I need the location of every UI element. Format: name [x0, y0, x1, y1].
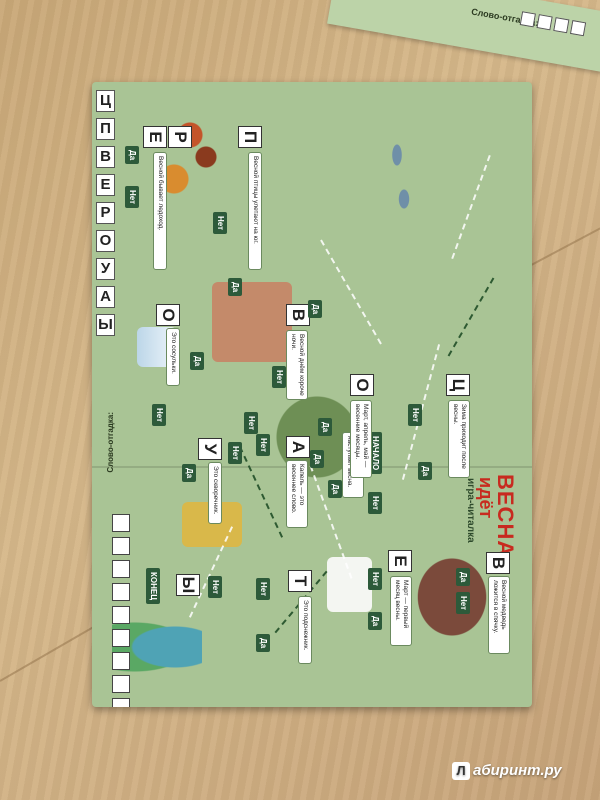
answer-letter-cell: У [96, 258, 115, 280]
question-text: Это скворечник. [212, 466, 219, 515]
answer-letter-cell: Ц [96, 90, 115, 112]
question-box: Весной днём короче ночи. [286, 330, 308, 400]
question-text: Март — первый месяц весны. [394, 580, 409, 629]
yes-label: Да [182, 464, 196, 483]
answer-letter: Р [168, 126, 192, 148]
answer-letter: Ы [176, 574, 200, 596]
yes-label: Да [368, 612, 382, 631]
yes-label: Да [125, 146, 139, 165]
no-label: Нет [456, 592, 470, 615]
question-box: Капель — это весеннее слово. [286, 460, 308, 528]
no-label: Нет [125, 186, 139, 209]
question-box: Весной медведь ложится в спячку. [488, 576, 510, 654]
answer-letters: Ц П В Е Р О У А Ы [96, 90, 115, 336]
question-text: Капель — это весеннее слово. [290, 464, 305, 514]
no-label: Нет [228, 442, 242, 465]
yes-label: Да [308, 300, 322, 319]
answer-letter: Т [288, 570, 312, 592]
question-text: Это подснежник. [302, 600, 309, 651]
board-content: ВЕСНА идёт игра-читалка НАЧАЛО После зим… [92, 82, 532, 707]
second-sheet-boxes [519, 11, 587, 37]
answer-letter: П [238, 126, 262, 148]
no-label: Нет [213, 212, 227, 235]
end-label: КОНЕЦ [146, 568, 160, 605]
question-box: Это скворечник. [208, 462, 222, 524]
bear-den-picture [412, 552, 492, 642]
answer-letter: Е [388, 550, 412, 572]
no-label: Нет [408, 404, 422, 427]
question-text: Весной птицы улетают на юг. [252, 156, 259, 244]
answer-letter: В [286, 304, 310, 326]
path-arrow [447, 277, 495, 357]
answer-letter-cell: В [96, 146, 115, 168]
answer-box[interactable] [112, 629, 130, 647]
question-box: Весной бывает ледоход. [153, 152, 167, 270]
no-label: Нет [208, 576, 222, 599]
answer-letter-cell: Е [96, 174, 115, 196]
question-text: Зима приходит после весны. [452, 404, 467, 469]
answer-label: Слово-отгадка: [106, 412, 115, 473]
yes-label: Да [418, 462, 432, 481]
answer-letter-cell: А [96, 286, 115, 308]
question-text: Весной днём короче ночи. [290, 334, 305, 396]
question-box: Это сосульки. [166, 328, 180, 386]
answer-box[interactable] [112, 514, 130, 532]
watermark-logo: Л [452, 762, 470, 780]
answer-box[interactable] [112, 606, 130, 624]
question-text: Весной медведь ложится в спячку. [492, 580, 507, 634]
yes-label: Да [190, 352, 204, 371]
path-segment [451, 154, 491, 260]
answer-letter: О [350, 374, 374, 396]
answer-letter-cell: Р [96, 202, 115, 224]
answer-letters-strip: Ц П В Е Р О У А Ы [96, 90, 115, 336]
no-label: Нет [368, 568, 382, 591]
answer-letter-cell: О [96, 230, 115, 252]
question-text: Весной бывает ледоход. [157, 156, 164, 231]
no-label: Нет [272, 366, 286, 389]
calendar-picture [327, 557, 372, 612]
birds-picture [362, 122, 432, 232]
answer-letter: Е [143, 126, 167, 148]
answer-box[interactable] [112, 560, 130, 578]
yes-label: Да [456, 568, 470, 587]
yes-label: Да [328, 480, 342, 499]
no-label: Нет [152, 404, 166, 427]
question-box: Март, апрель, май — весенние месяцы. [350, 400, 372, 478]
question-box: Март — первый месяц весны. [390, 576, 412, 646]
answer-box[interactable] [112, 652, 130, 670]
answer-letter: А [286, 436, 310, 458]
watermark-text: абиринт.ру [473, 762, 562, 779]
answer-letter: В [486, 552, 510, 574]
answer-letter: Ц [446, 374, 470, 396]
game-board: ВЕСНА идёт игра-читалка НАЧАЛО После зим… [92, 82, 532, 707]
answer-letter: О [156, 304, 180, 326]
subtitle: идёт [476, 477, 496, 519]
answer-box[interactable] [112, 537, 130, 555]
answer-letter: У [198, 438, 222, 460]
no-label: Нет [244, 412, 258, 435]
answer-letter-cell: Ы [96, 314, 115, 336]
path-segment [320, 239, 382, 345]
yes-label: Да [310, 450, 324, 469]
question-box: Это подснежник. [298, 596, 312, 664]
no-label: Нет [256, 434, 270, 457]
answer-boxes [112, 514, 130, 707]
yes-label: Да [228, 278, 242, 297]
game-type: игра-читалка [465, 478, 476, 543]
question-box: Зима приходит после весны. [448, 400, 470, 478]
yes-label: Да [318, 418, 332, 437]
question-text: Март, апрель, май — весенние месяцы. [354, 404, 369, 468]
no-label: Нет [256, 578, 270, 601]
yes-label: Да [256, 634, 270, 653]
question-box: Весной птицы улетают на юг. [248, 152, 262, 270]
answer-box[interactable] [112, 698, 130, 707]
house-picture [212, 282, 292, 362]
answer-box[interactable] [112, 583, 130, 601]
answer-box[interactable] [112, 675, 130, 693]
no-label: Нет [368, 492, 382, 515]
answer-letter-cell: П [96, 118, 115, 140]
question-text: Это сосульки. [170, 332, 177, 374]
